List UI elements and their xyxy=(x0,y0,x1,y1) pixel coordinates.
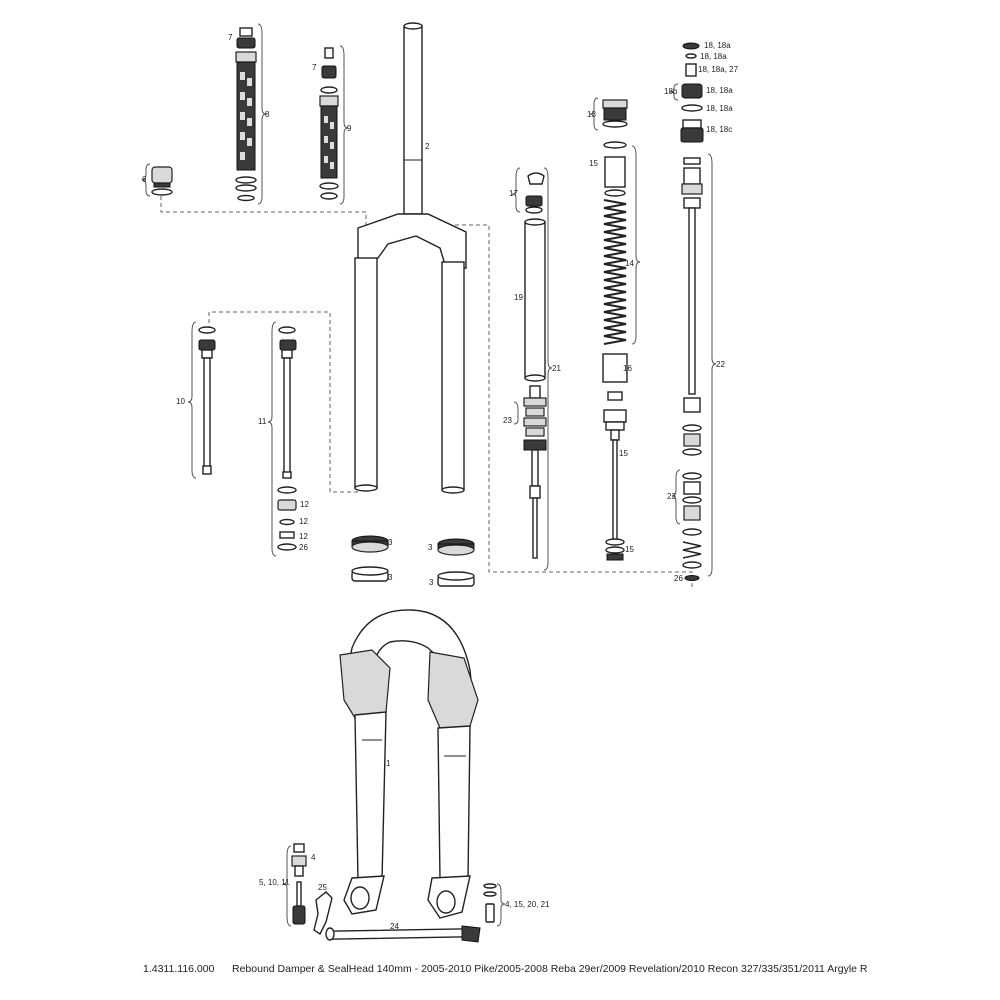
seals-part-3 xyxy=(351,535,475,587)
callout-17: 17 xyxy=(509,189,518,198)
qr-lever-part-25 xyxy=(313,891,333,936)
callout-3d: 3 xyxy=(429,578,434,587)
part-number: 1.4311.116.000 xyxy=(143,963,215,975)
callout-18-d: 18, 18a xyxy=(706,86,733,95)
callout-25: 25 xyxy=(318,883,327,892)
part-description: Rebound Damper & SealHead 140mm - 2005-2… xyxy=(232,963,868,975)
air-spring-part-8 xyxy=(235,27,257,202)
callout-24: 24 xyxy=(390,922,399,931)
coil-spring xyxy=(603,199,627,345)
axle-part-24 xyxy=(325,925,481,943)
lower-legs-part-1 xyxy=(339,609,479,919)
damper-part-21 xyxy=(523,172,547,559)
callout-18-e: 18, 18a xyxy=(706,104,733,113)
shaft-part-10 xyxy=(198,326,216,475)
callout-2: 2 xyxy=(425,142,430,151)
callout-15a: 15 xyxy=(589,159,598,168)
callout-13: 13 xyxy=(587,110,596,119)
callout-12a: 12 xyxy=(300,500,309,509)
top-cap-part-6 xyxy=(151,166,173,196)
hardware-part-4 xyxy=(291,843,307,925)
diagram-caption: 1.4311.116.000 Rebound Damper & SealHead… xyxy=(0,963,1000,983)
callout-18b: 18b xyxy=(664,87,678,96)
callout-3b: 3 xyxy=(428,543,433,552)
callout-8: 8 xyxy=(265,110,270,119)
callout-18-a: 18, 18a xyxy=(704,41,731,50)
callout-9: 9 xyxy=(347,124,352,133)
callout-5-10-11: 5, 10, 11 xyxy=(259,878,290,887)
callout-26b: 26 xyxy=(674,574,683,583)
callout-16: 16 xyxy=(623,364,632,373)
callout-18-f: 18, 18c xyxy=(706,125,732,134)
braces xyxy=(141,23,717,927)
callout-3a: 3 xyxy=(388,538,393,547)
callout-12b: 12 xyxy=(299,517,308,526)
callout-3c: 3 xyxy=(388,573,393,582)
callout-15b: 15 xyxy=(619,449,628,458)
callout-15c: 15 xyxy=(625,545,634,554)
spring-assembly-part-14 xyxy=(602,99,628,561)
air-spring-part-9 xyxy=(319,47,339,200)
callout-labels: 1 2 3 3 3 3 4 6 7 7 8 9 10 11 12 12 12 1… xyxy=(142,33,739,931)
steerer-crown-part-2 xyxy=(354,22,467,494)
callout-18-b: 18, 18a xyxy=(700,52,727,61)
callout-6: 6 xyxy=(142,175,147,184)
callout-12c: 12 xyxy=(299,532,308,541)
callout-14: 14 xyxy=(625,259,634,268)
callout-23a: 23 xyxy=(503,416,512,425)
callout-18-c: 18, 18a, 27 xyxy=(698,65,739,74)
callout-22: 22 xyxy=(716,360,725,369)
callout-10: 10 xyxy=(176,397,185,406)
callout-11: 11 xyxy=(258,417,267,426)
callout-4-15-20-21: 4, 15, 20, 21 xyxy=(505,900,550,909)
callout-1: 1 xyxy=(386,759,391,768)
callout-7a: 7 xyxy=(228,33,233,42)
compression-assembly-part-22 xyxy=(680,42,704,581)
callout-4: 4 xyxy=(311,853,316,862)
callout-19: 19 xyxy=(514,293,523,302)
hardware-part-4-15-20-21 xyxy=(483,883,497,923)
callout-21: 21 xyxy=(552,364,561,373)
callout-23b: 23 xyxy=(667,492,676,501)
shaft-part-11 xyxy=(277,326,297,551)
callout-26a: 26 xyxy=(299,543,308,552)
callout-7b: 7 xyxy=(312,63,317,72)
